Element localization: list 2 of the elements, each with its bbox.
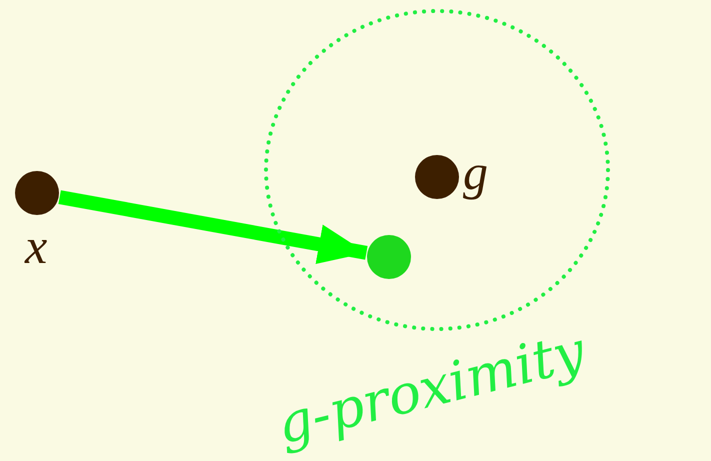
arrow	[58, 190, 368, 264]
point-label: x	[25, 221, 48, 271]
